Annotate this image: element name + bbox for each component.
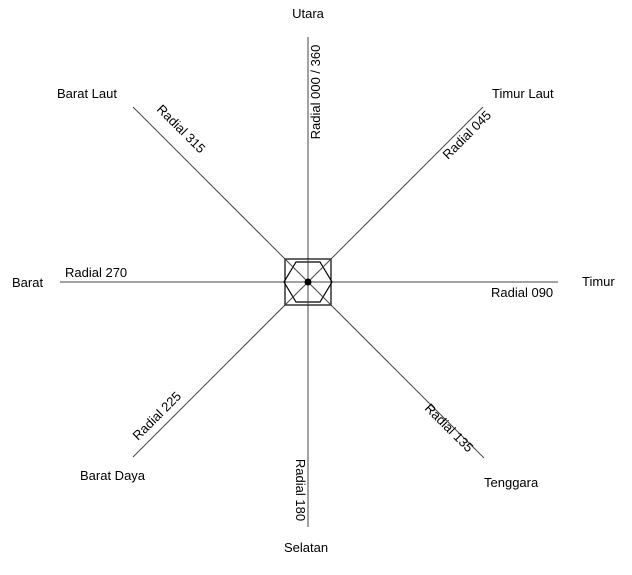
label-west: Barat (12, 275, 43, 290)
label-radial-000: Radial 000 / 360 (308, 45, 323, 140)
ray-135 (307, 281, 485, 459)
label-southeast: Tenggara (484, 475, 539, 490)
ray-045 (307, 106, 484, 283)
label-northeast: Timur Laut (492, 86, 554, 101)
label-north: Utara (292, 6, 325, 21)
label-radial-180: Radial 180 (293, 459, 308, 521)
label-northwest: Barat Laut (57, 86, 117, 101)
ray-315 (132, 106, 309, 283)
label-east: Timur (582, 274, 615, 289)
label-radial-270: Radial 270 (65, 265, 127, 280)
ray-225 (132, 281, 309, 458)
label-radial-225: Radial 225 (130, 389, 185, 444)
label-south: Selatan (284, 540, 328, 555)
label-radial-090: Radial 090 (491, 285, 553, 300)
label-southwest: Barat Daya (80, 468, 146, 483)
label-radial-315: Radial 315 (154, 102, 209, 157)
label-radial-135: Radial 135 (422, 401, 477, 456)
label-radial-045: Radial 045 (440, 108, 495, 163)
vor-station-icon (283, 258, 333, 306)
